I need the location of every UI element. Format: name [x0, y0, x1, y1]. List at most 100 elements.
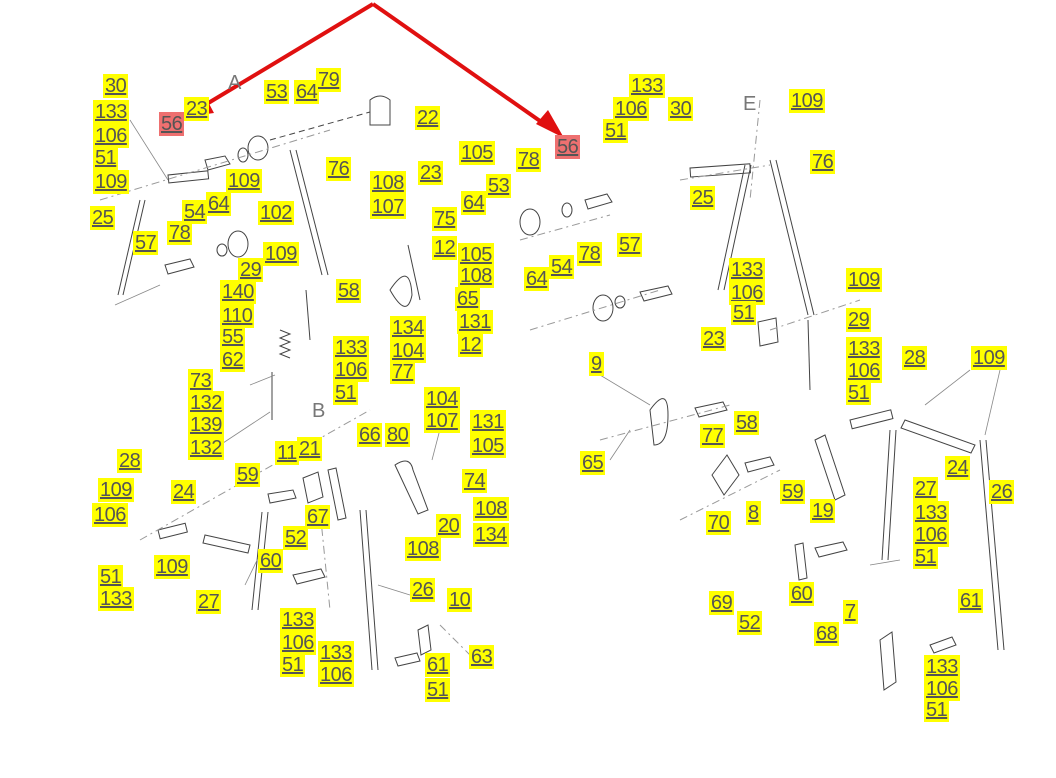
- part-label[interactable]: 58: [336, 279, 362, 303]
- part-label[interactable]: 80: [385, 423, 411, 447]
- part-label[interactable]: 76: [326, 157, 352, 181]
- part-label[interactable]: 109: [789, 89, 825, 113]
- part-label[interactable]: 11: [275, 441, 299, 465]
- part-label[interactable]: 109: [93, 170, 129, 194]
- part-label[interactable]: 102: [258, 201, 294, 225]
- part-label[interactable]: 51: [425, 678, 451, 702]
- part-label[interactable]: 29: [238, 258, 264, 282]
- part-label[interactable]: 51: [333, 381, 359, 405]
- part-label[interactable]: 60: [789, 582, 815, 606]
- part-label[interactable]: 23: [418, 161, 444, 185]
- part-label[interactable]: 134: [390, 316, 426, 340]
- part-label[interactable]: 106: [280, 631, 316, 655]
- part-label[interactable]: 64: [294, 80, 320, 104]
- part-label[interactable]: 51: [731, 301, 757, 325]
- part-label[interactable]: 109: [226, 169, 262, 193]
- part-label[interactable]: 27: [913, 477, 939, 501]
- part-label[interactable]: 78: [577, 242, 603, 266]
- part-label[interactable]: 51: [280, 653, 306, 677]
- part-label[interactable]: 54: [549, 255, 575, 279]
- part-label[interactable]: 106: [924, 677, 960, 701]
- part-label[interactable]: 133: [913, 501, 949, 525]
- part-label[interactable]: 9: [589, 352, 604, 376]
- part-label[interactable]: 106: [318, 663, 354, 687]
- part-label[interactable]: 104: [424, 387, 460, 411]
- part-label[interactable]: 23: [701, 327, 727, 351]
- part-label[interactable]: 73: [188, 369, 214, 393]
- part-label[interactable]: 133: [729, 258, 765, 282]
- part-label[interactable]: 12: [432, 236, 458, 260]
- part-label[interactable]: 53: [264, 80, 290, 104]
- part-label[interactable]: 133: [846, 337, 882, 361]
- part-label[interactable]: 53: [486, 174, 512, 198]
- part-label[interactable]: 12: [458, 333, 484, 357]
- part-label[interactable]: 106: [913, 523, 949, 547]
- part-label[interactable]: 110: [220, 304, 255, 328]
- part-label[interactable]: 20: [436, 514, 462, 538]
- part-label[interactable]: 64: [524, 267, 550, 291]
- part-label[interactable]: 105: [470, 434, 506, 458]
- part-label[interactable]: 59: [780, 480, 806, 504]
- part-label[interactable]: 109: [971, 346, 1007, 370]
- part-label[interactable]: 54: [182, 200, 208, 224]
- part-label[interactable]: 133: [333, 336, 369, 360]
- part-label[interactable]: 109: [846, 268, 882, 292]
- part-label[interactable]: 65: [580, 451, 606, 475]
- part-label[interactable]: 30: [103, 74, 129, 98]
- part-label[interactable]: 107: [370, 195, 406, 219]
- part-label[interactable]: 105: [458, 243, 494, 267]
- part-label[interactable]: 61: [425, 653, 451, 677]
- part-label[interactable]: 107: [424, 409, 460, 433]
- part-label[interactable]: 74: [462, 469, 488, 493]
- part-label[interactable]: 8: [746, 501, 761, 525]
- part-label[interactable]: 77: [700, 424, 726, 448]
- part-label[interactable]: 26: [989, 480, 1015, 504]
- part-label[interactable]: 106: [93, 124, 129, 148]
- part-label[interactable]: 108: [405, 537, 441, 561]
- part-label[interactable]: 131: [457, 310, 493, 334]
- part-label[interactable]: 58: [734, 411, 760, 435]
- part-label[interactable]: 61: [958, 589, 984, 613]
- part-label[interactable]: 108: [473, 497, 509, 521]
- part-label[interactable]: 7: [843, 600, 858, 624]
- part-label[interactable]: 64: [206, 192, 232, 216]
- part-label[interactable]: 52: [283, 526, 309, 550]
- part-label[interactable]: 21: [297, 437, 323, 461]
- part-label[interactable]: 68: [814, 622, 840, 646]
- part-label[interactable]: 75: [432, 207, 458, 231]
- part-label[interactable]: 62: [220, 348, 246, 372]
- part-label[interactable]: 23: [184, 97, 210, 121]
- part-label[interactable]: 133: [629, 74, 665, 98]
- part-label[interactable]: 24: [945, 456, 971, 480]
- part-label[interactable]: 132: [188, 436, 224, 460]
- part-label[interactable]: 19: [810, 499, 836, 523]
- part-label[interactable]: 28: [902, 346, 928, 370]
- part-label[interactable]: 134: [473, 523, 509, 547]
- part-label[interactable]: 76: [810, 150, 836, 174]
- part-label[interactable]: 133: [98, 587, 134, 611]
- part-label[interactable]: 70: [706, 511, 732, 535]
- part-label[interactable]: 78: [167, 221, 193, 245]
- part-label[interactable]: 133: [318, 641, 354, 665]
- part-label[interactable]: 55: [220, 325, 246, 349]
- part-label[interactable]: 108: [458, 264, 494, 288]
- part-label[interactable]: 51: [93, 146, 119, 170]
- part-label[interactable]: 109: [263, 242, 299, 266]
- part-label[interactable]: 108: [370, 171, 406, 195]
- part-label[interactable]: 132: [188, 391, 224, 415]
- part-label[interactable]: 57: [133, 231, 159, 255]
- part-label[interactable]: 57: [617, 233, 643, 257]
- part-label[interactable]: 69: [709, 591, 735, 615]
- part-label[interactable]: 77: [390, 360, 416, 384]
- part-label[interactable]: 66: [357, 423, 383, 447]
- part-label[interactable]: 105: [459, 141, 495, 165]
- part-label-highlighted[interactable]: 56: [555, 135, 581, 159]
- part-label[interactable]: 25: [90, 206, 116, 230]
- part-label[interactable]: 51: [924, 698, 950, 722]
- part-label[interactable]: 60: [258, 549, 284, 573]
- part-label[interactable]: 63: [469, 645, 495, 669]
- part-label[interactable]: 104: [390, 339, 426, 363]
- part-label[interactable]: 10: [447, 588, 473, 612]
- part-label[interactable]: 30: [668, 97, 694, 121]
- part-label[interactable]: 65: [455, 287, 481, 311]
